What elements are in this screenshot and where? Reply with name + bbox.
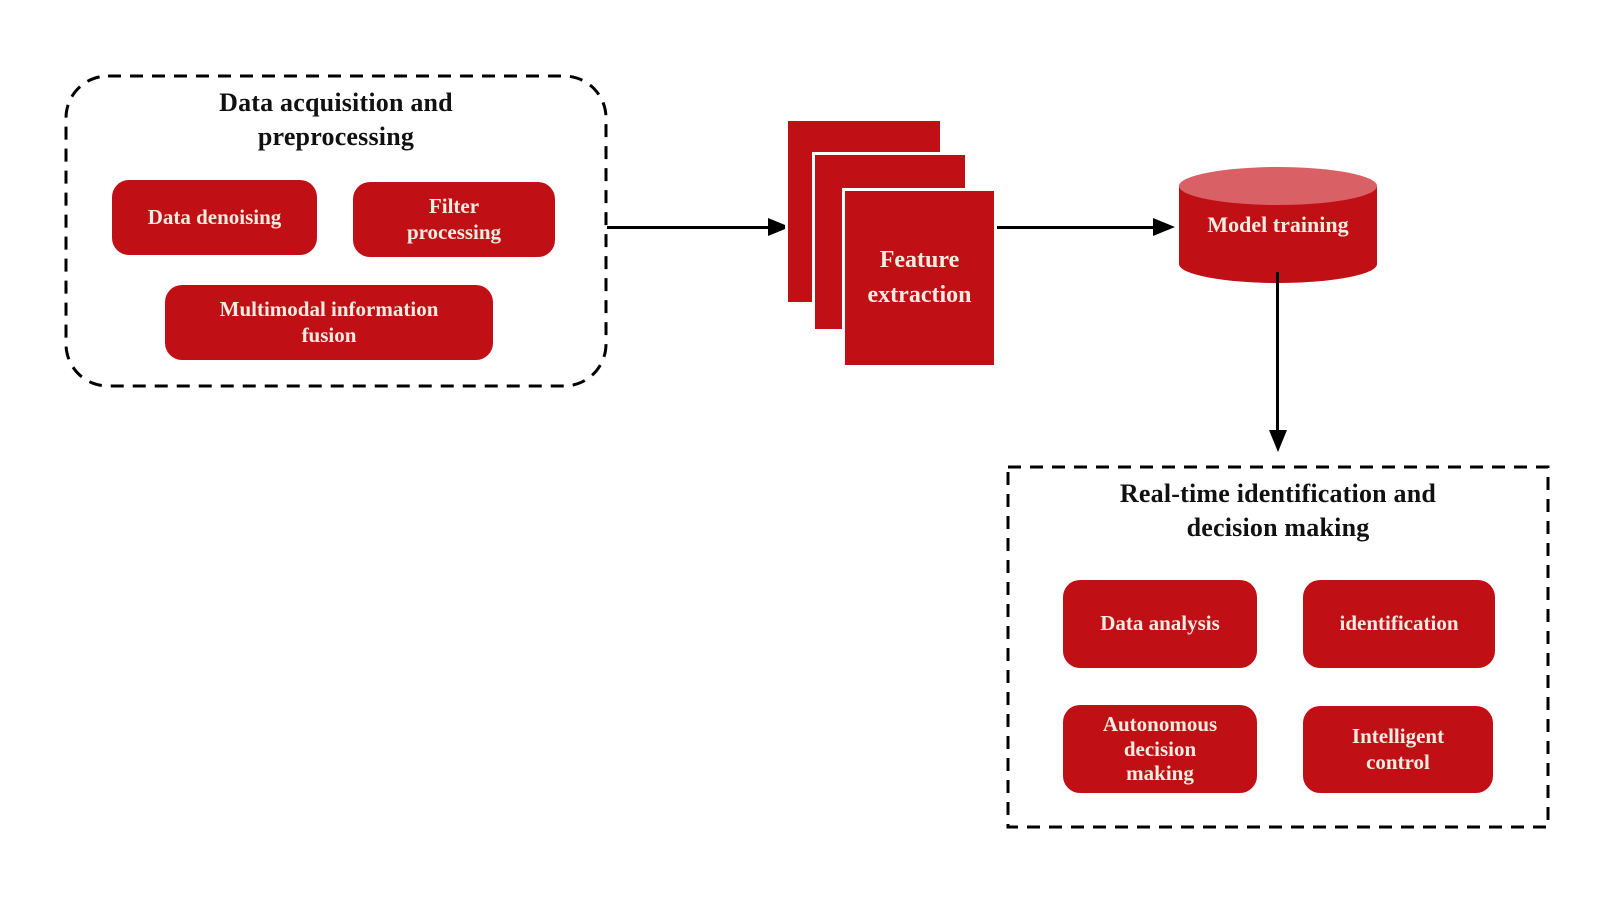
data-denoising-label: Data denoising: [147, 204, 282, 229]
decision-group-border: [1006, 465, 1550, 829]
model-training-label: Model training: [1207, 212, 1349, 237]
identification-label: identification: [1339, 611, 1459, 636]
multimodal-fusion-box: Multimodal information fusion: [165, 285, 493, 360]
arrow-acquisition-to-feature-head: [768, 218, 790, 236]
decision-group-title: Real-time identification and decision ma…: [1119, 479, 1437, 542]
arrow-feature-to-model-line: [997, 226, 1153, 229]
model-training-cylinder: [1179, 167, 1377, 283]
autonomous-decision-label: Autonomous decision making: [1102, 711, 1218, 786]
intelligent-control-box: Intelligent control: [1303, 706, 1493, 793]
arrow-acquisition-to-feature-line: [607, 226, 768, 229]
feature-sheet-front: Feature extraction: [842, 188, 997, 368]
data-analysis-label: Data analysis: [1100, 611, 1220, 636]
feature-extraction-label: Feature extraction: [867, 247, 972, 308]
autonomous-decision-box: Autonomous decision making: [1063, 705, 1257, 793]
filter-processing-box: Filter processing: [353, 182, 555, 257]
data-denoising-box: Data denoising: [112, 180, 317, 255]
acquisition-group-title: Data acquisition and preprocessing: [219, 88, 453, 151]
filter-processing-label: Filter processing: [406, 193, 502, 244]
arrow-feature-to-model-head: [1153, 218, 1175, 236]
identification-box: identification: [1303, 580, 1495, 668]
intelligent-control-label: Intelligent control: [1351, 723, 1445, 774]
arrow-model-to-decision-head: [1269, 430, 1287, 452]
acquisition-group-border: [64, 74, 608, 388]
data-analysis-box: Data analysis: [1063, 580, 1257, 668]
arrow-model-to-decision-line: [1276, 272, 1279, 430]
multimodal-fusion-label: Multimodal information fusion: [219, 296, 439, 347]
